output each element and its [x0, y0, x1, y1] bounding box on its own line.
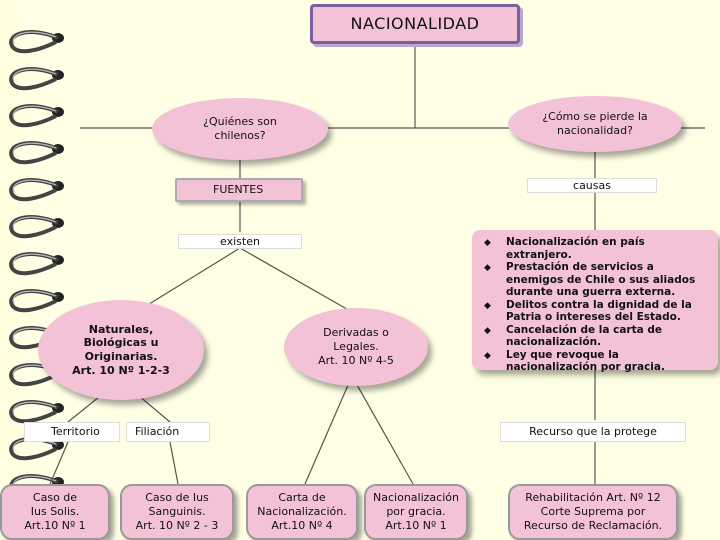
recurso-tag: Recurso que la protege [500, 422, 686, 442]
cause-text: Cancelación de la carta de nacionalizaci… [506, 323, 662, 349]
filiacion-tag: Filiación [126, 422, 210, 442]
bullet-icon: ◆ [484, 263, 491, 273]
leaf-carta-nacionalizacion: Carta de Nacionalización. Art.10 Nº 4 [246, 484, 358, 540]
leaf-nacionalizacion-gracia: Nacionalización por gracia. Art.10 Nº 1 [364, 484, 468, 540]
natural-line-3: Originarias. [84, 350, 158, 363]
natural-line-2: Biológicas u [83, 336, 159, 350]
bullet-icon: ◆ [484, 350, 491, 361]
derived-sources-oval: Derivadas o Legales. Art. 10 Nº 4-5 [284, 308, 428, 386]
leaf-2-line-1: Caso de Ius [145, 491, 209, 505]
leaf-1-line-1: Caso de [32, 491, 78, 505]
natural-sources-oval: Naturales, Biológicas u Originarias. Art… [38, 300, 204, 400]
cause-text: Ley que revoque la nacionalización por g… [506, 348, 665, 374]
leaf-rehabilitacion: Rehabilitación Art. Nº 12 Corte Suprema … [508, 484, 678, 540]
spiral-ring [9, 30, 64, 54]
derived-line-2: Legales. [333, 340, 379, 354]
leaf-1-line-3: Art.10 Nº 1 [24, 518, 86, 532]
cause-text: Prestación de servicios a enemigos de Ch… [506, 261, 696, 298]
leaf-5-line-3: Recurso de Reclamación. [523, 518, 663, 532]
leaf-4-line-1: Nacionalización [373, 491, 459, 505]
leaf-3-line-2: Nacionalización. [257, 505, 347, 519]
spiral-ring [9, 67, 64, 91]
leaf-ius-solis: Caso de Ius Solis. Art.10 Nº 1 [0, 484, 110, 540]
cause-item: ◆ Prestación de servicios a enemigos de C… [480, 261, 710, 299]
causas-label: causas [573, 179, 611, 192]
territorio-tag: Territorio [24, 422, 120, 442]
cause-item: ◆ Nacionalización en país extranjero. [480, 236, 710, 261]
spiral-ring [9, 104, 64, 128]
causes-list-box: ◆ Nacionalización en país extranjero. ◆ Pre… [472, 230, 718, 373]
spiral-ring [9, 400, 64, 424]
existen-label: existen [220, 235, 260, 248]
causas-tag: causas [527, 178, 657, 193]
bullet-icon: ◆ [484, 238, 491, 248]
leaf-2-line-2: Sanguinis. [148, 505, 206, 519]
natural-line-1: Naturales, [88, 322, 154, 336]
leaf-5-line-1: Rehabilitación Art. Nº 12 [525, 491, 661, 505]
title-text: NACIONALIDAD [350, 14, 480, 33]
spiral-ring [9, 215, 64, 239]
existen-tag: existen [178, 234, 302, 249]
bullet-icon: ◆ [484, 300, 491, 311]
derived-line-3: Art. 10 Nº 4-5 [318, 353, 394, 367]
question-right-oval: ¿Cómo se pierde la nacionalidad? [508, 96, 682, 152]
question-left-text: ¿Quiénes son chilenos? [203, 115, 277, 142]
spiral-ring [9, 141, 64, 165]
cause-text: Nacionalización en país extranjero. [506, 236, 645, 261]
leaf-4-line-2: por gracia. [386, 505, 446, 519]
leaf-3-line-1: Carta de [278, 491, 326, 505]
leaf-1-line-2: Ius Solis. [30, 505, 80, 519]
recurso-label: Recurso que la protege [529, 425, 657, 438]
spiral-ring [9, 252, 64, 276]
fuentes-box: FUENTES [175, 178, 303, 202]
leaf-3-line-3: Art.10 Nº 4 [271, 518, 333, 532]
bullet-icon: ◆ [484, 325, 491, 336]
cause-item: ◆ Ley que revoque la nacionalización por … [480, 349, 710, 374]
question-left-oval: ¿Quiénes son chilenos? [152, 98, 328, 160]
leaf-2-line-3: Art. 10 Nº 2 - 3 [135, 518, 219, 532]
page-title: NACIONALIDAD [310, 4, 520, 44]
cause-item: ◆ Delitos contra la dignidad de la Patria… [480, 299, 710, 324]
cause-text: Delitos contra la dignidad de la Patria … [506, 298, 692, 324]
spiral-ring [9, 289, 64, 313]
filiacion-label: Filiación [135, 425, 180, 438]
leaf-4-line-3: Art.10 Nº 1 [385, 518, 447, 532]
leaf-ius-sanguinis: Caso de Ius Sanguinis. Art. 10 Nº 2 - 3 [120, 484, 234, 540]
fuentes-label: FUENTES [213, 183, 264, 197]
derived-line-1: Derivadas o [323, 326, 389, 340]
natural-line-4: Art. 10 Nº 1-2-3 [72, 363, 170, 377]
cause-item: ◆ Cancelación de la carta de nacionalizac… [480, 324, 710, 349]
territorio-label: Territorio [51, 425, 100, 438]
leaf-5-line-2: Corte Suprema por [540, 505, 646, 519]
causes-list: ◆ Nacionalización en país extranjero. ◆ Pre… [480, 236, 710, 374]
question-right-text: ¿Cómo se pierde la nacionalidad? [542, 110, 648, 137]
spiral-ring [9, 178, 64, 202]
